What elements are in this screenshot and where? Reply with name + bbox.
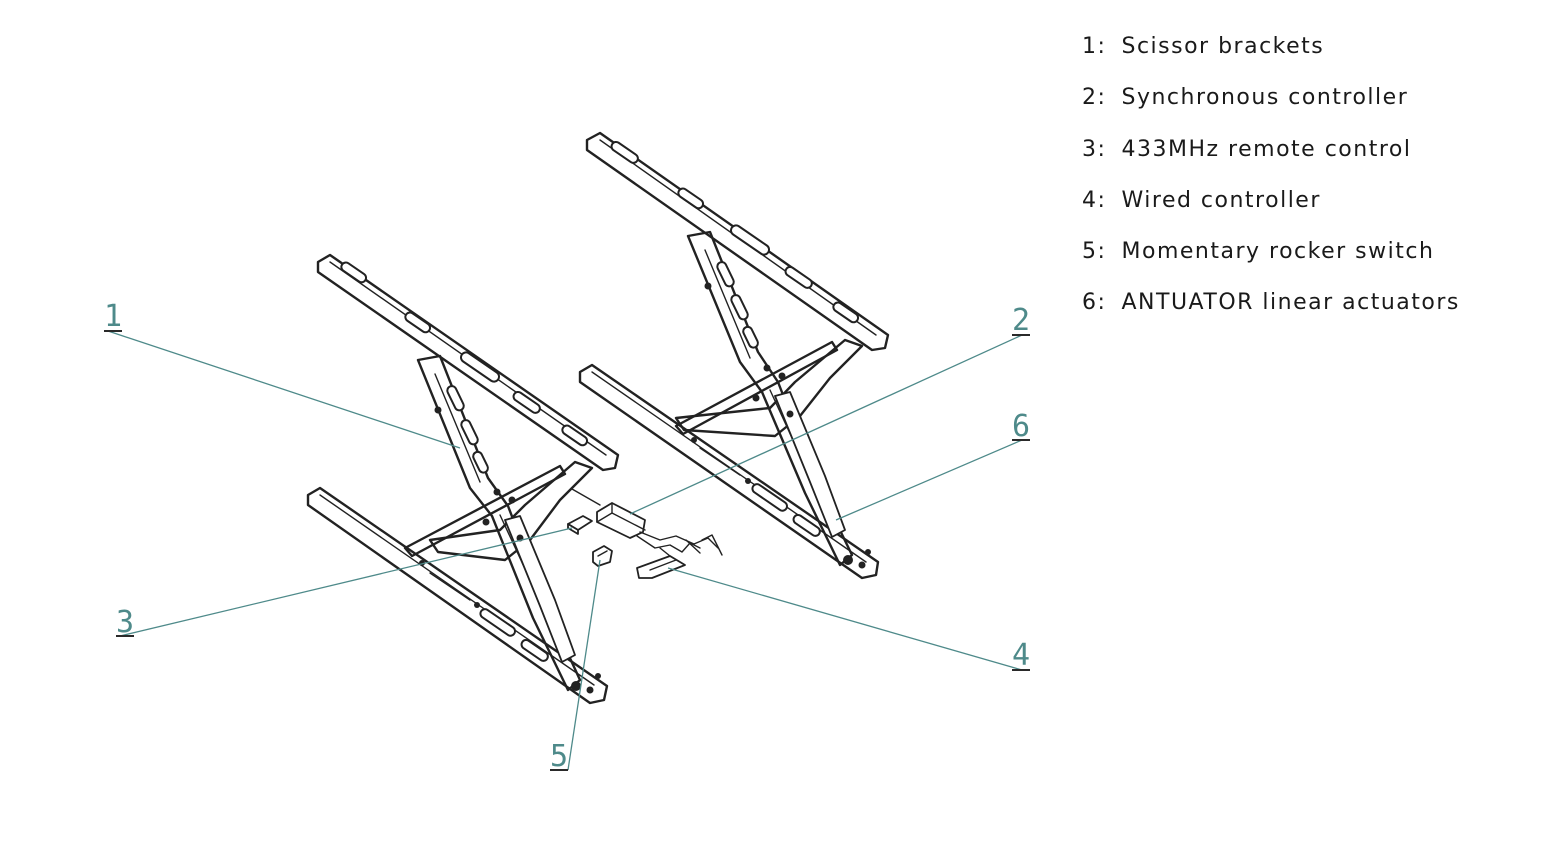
legend-separator: :: [1097, 34, 1107, 59]
legend-separator: :: [1097, 136, 1107, 162]
callout-4: 4: [1012, 638, 1030, 673]
legend-item-remote-control: 3:433MHz remote control: [1082, 133, 1460, 184]
scissor-bracket-left: [306, 253, 620, 705]
legend-label: Wired controller: [1121, 187, 1321, 213]
legend-item-rocker-switch: 5: Momentary rocker switch: [1082, 235, 1460, 286]
remote-control: [567, 515, 593, 535]
legend-separator: :: [1097, 85, 1107, 111]
legend-number: 2: [1082, 85, 1098, 111]
wired-controller: [636, 547, 686, 579]
callout-4-label: 4: [1012, 638, 1030, 673]
synchronous-controller: [571, 488, 723, 556]
callout-2-label: 2: [1012, 303, 1030, 338]
callout-3-label: 3: [116, 605, 134, 640]
legend-item-linear-actuators: 6: ANTUATOR linear actuators: [1082, 286, 1460, 337]
legend-item-synchronous-controller: 2: Synchronous controller: [1082, 81, 1460, 132]
legend-separator: :: [1097, 187, 1107, 213]
rocker-switch: [592, 545, 613, 567]
callout-5-label: 5: [550, 739, 568, 774]
callout-1: 1: [104, 299, 122, 334]
callout-6: 6: [1012, 409, 1030, 444]
legend-number: 1: [1082, 34, 1098, 59]
callout-6-label: 6: [1012, 409, 1030, 444]
legend-number: 3: [1082, 136, 1098, 162]
callout-1-label: 1: [104, 299, 122, 334]
legend-separator: :: [1097, 239, 1107, 265]
legend-number: 6: [1082, 290, 1098, 316]
callout-2: 2: [1012, 303, 1030, 338]
callout-3: 3: [116, 605, 134, 640]
legend-number: 5: [1082, 239, 1098, 265]
leader-lines: [107, 330, 1023, 771]
parts-legend: 1: Scissor brackets 2: Synchronous control…: [1082, 30, 1460, 338]
legend-number: 4: [1082, 187, 1098, 213]
legend-item-scissor-brackets: 1: Scissor brackets: [1082, 30, 1460, 81]
scissor-bracket-right: [578, 131, 890, 580]
callout-5: 5: [550, 739, 568, 774]
legend-label: ANTUATOR linear actuators: [1121, 290, 1460, 316]
legend-label: 433MHz remote control: [1121, 136, 1412, 162]
legend-separator: :: [1097, 290, 1107, 316]
legend-label: Scissor brackets: [1121, 34, 1325, 59]
legend-item-wired-controller: 4: Wired controller: [1082, 184, 1460, 235]
legend-label: Momentary rocker switch: [1121, 239, 1435, 265]
legend-label: Synchronous controller: [1121, 85, 1409, 111]
